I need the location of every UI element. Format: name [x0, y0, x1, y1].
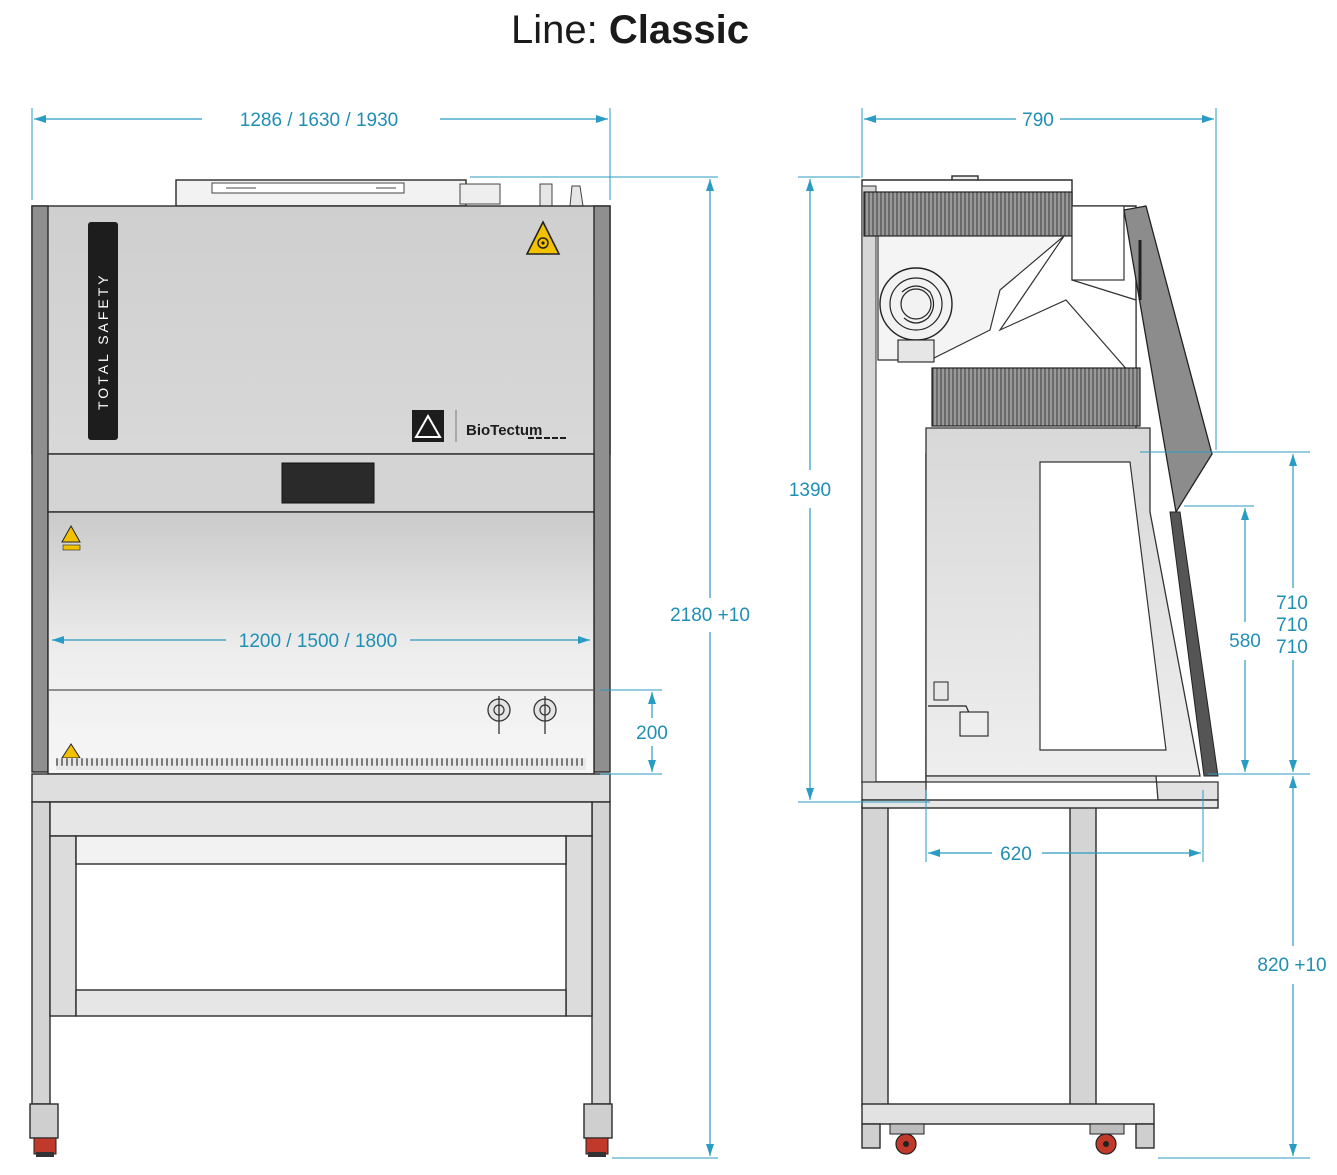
dim-side-depth: 790 — [861, 108, 1217, 450]
front-air-grille — [56, 758, 586, 770]
title-prefix: Line: — [511, 8, 598, 52]
diagram-title: Line: Classic — [0, 8, 1260, 53]
dim-side-opening-height-1: 710 — [1276, 593, 1308, 614]
dim-side-cabinet-height-label: 1390 — [789, 480, 831, 501]
right-frame-post — [593, 205, 611, 773]
dim-side-window-height: 580 — [1184, 505, 1310, 775]
biotectum-logo-text: BioTectum — [466, 422, 542, 439]
brand-strip-text: TOTAL SAFETY — [95, 272, 111, 410]
dim-side-opening-height: 710 710 710 — [1140, 451, 1310, 772]
side-view — [861, 175, 1219, 1155]
work-area-window — [47, 511, 595, 775]
front-stand — [29, 801, 613, 1139]
front-angled-panel — [1123, 205, 1213, 514]
dim-side-opening-height-3: 710 — [1276, 637, 1308, 658]
dim-side-depth-label: 790 — [1022, 110, 1054, 131]
exhaust-filter — [863, 191, 1073, 237]
dim-side-opening-height-2: 710 — [1276, 615, 1308, 636]
control-display — [281, 462, 375, 504]
side-stand — [861, 799, 1219, 1149]
front-base-plate — [31, 773, 611, 803]
front-upper-panel — [31, 205, 611, 455]
side-right-caster-icon — [1089, 1123, 1125, 1155]
gas-tap-right-icon — [533, 696, 557, 734]
dim-front-sash-opening-label: 200 — [636, 723, 668, 744]
front-view: TOTAL SAFETY BioTectum — [29, 179, 613, 1157]
side-gas-tap-icon — [928, 681, 989, 737]
dim-side-cabinet-height: 1390 — [789, 176, 930, 803]
biotectum-logo: BioTectum — [412, 410, 568, 442]
dim-front-overall-height-label: 2180 +10 — [670, 605, 750, 626]
dim-front-work-width: 1200 / 1500 / 1800 — [52, 631, 590, 652]
dim-front-sash-opening: 200 — [600, 689, 668, 775]
brand-strip — [88, 222, 118, 440]
dim-side-window-height-label: 580 — [1229, 631, 1261, 652]
side-left-caster-icon — [889, 1123, 925, 1155]
dim-front-overall-width-label: 1286 / 1630 / 1930 — [240, 110, 398, 131]
dimension-lines: 1286 / 1630 / 1930 1200 / 1500 / 1800 20… — [31, 108, 1327, 1159]
side-window — [1039, 461, 1167, 751]
blower-fan-icon — [879, 267, 953, 363]
top-motor-housing — [175, 179, 584, 207]
side-cabinet-wall — [861, 185, 877, 783]
gas-tap-left-icon — [487, 696, 511, 734]
sash-warning-icon — [61, 524, 81, 551]
dim-side-work-depth: 620 — [925, 790, 1204, 865]
dim-front-work-width-label: 1200 / 1500 / 1800 — [239, 631, 397, 652]
dim-side-stand-height: 820 +10 — [1158, 776, 1327, 1159]
sash-glass — [1169, 511, 1219, 777]
dim-front-overall-width: 1286 / 1630 / 1930 — [31, 108, 611, 200]
left-frame-post — [31, 205, 49, 773]
dim-side-stand-height-label: 820 +10 — [1257, 955, 1326, 976]
dim-side-work-depth-label: 620 — [1000, 844, 1032, 865]
front-right-caster-icon — [585, 1137, 609, 1157]
front-left-caster-icon — [33, 1137, 57, 1157]
biohazard-warning-icon — [525, 220, 561, 255]
title-line-name: Classic — [608, 8, 749, 52]
downflow-filter — [931, 367, 1141, 427]
dim-front-overall-height: 2180 +10 — [470, 176, 750, 1159]
